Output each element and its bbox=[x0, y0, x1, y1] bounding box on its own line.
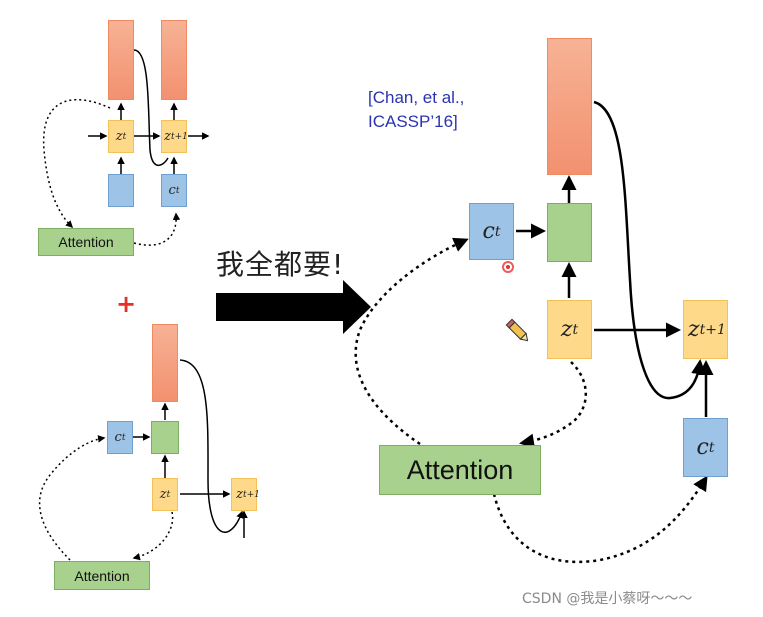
plus-sign: + bbox=[116, 290, 137, 318]
r-attention-to-cright-dotted bbox=[492, 475, 708, 564]
r-z-to-attention-dotted bbox=[519, 361, 588, 449]
r-c-left-box bbox=[469, 203, 514, 260]
bl-z-to-attention-dotted bbox=[132, 511, 174, 561]
r-attention-box bbox=[379, 445, 541, 495]
citation: [Chan, et al., ICASSP’16] bbox=[368, 86, 464, 134]
tl-z-box bbox=[108, 120, 134, 153]
tl-attention-label: Attention bbox=[58, 234, 114, 250]
r-c-right-box bbox=[683, 418, 728, 477]
bl-attention-to-c-dotted bbox=[38, 435, 106, 561]
tl-z-to-attention-dotted bbox=[42, 99, 111, 229]
pencil-cursor-icon bbox=[505, 318, 529, 342]
right-connectors bbox=[354, 100, 714, 564]
red-dot-cursor-icon bbox=[502, 261, 514, 273]
tl-output-box bbox=[108, 20, 134, 100]
r-output-curve bbox=[593, 100, 707, 400]
r-z-box bbox=[547, 300, 592, 359]
bl-c-box bbox=[107, 421, 133, 454]
r-attention-to-c-dotted bbox=[354, 237, 469, 446]
bl-attention-box bbox=[54, 561, 150, 590]
bl-output-box bbox=[152, 324, 178, 402]
big-right-arrow-icon bbox=[216, 280, 371, 334]
tl-attention-to-c-dotted bbox=[133, 212, 181, 246]
r-context-box bbox=[547, 203, 592, 262]
tl-attention-box bbox=[38, 228, 134, 256]
bottom-left-connectors bbox=[38, 359, 248, 561]
citation-line-1: [Chan, et al., bbox=[368, 88, 465, 107]
r-output-box bbox=[547, 38, 592, 175]
tl-znext-box bbox=[161, 120, 187, 153]
watermark: CSDN @我是小蔡呀～～～ bbox=[522, 591, 693, 607]
tl-output-next-box bbox=[161, 20, 187, 100]
bl-attention-label: Attention bbox=[74, 567, 130, 584]
tl-c-box bbox=[161, 174, 187, 207]
bl-output-curve bbox=[179, 359, 244, 533]
tl-input-box bbox=[108, 174, 134, 207]
citation-line-2: ICASSP’16] bbox=[368, 112, 458, 131]
tl-output-curve bbox=[133, 49, 169, 166]
slogan-text: 我全都要! bbox=[216, 248, 345, 281]
bl-znext-box bbox=[231, 478, 257, 511]
bl-context-box bbox=[151, 421, 179, 454]
r-znext-box bbox=[683, 300, 728, 359]
bl-z-box bbox=[152, 478, 178, 511]
r-attention-label: Attention bbox=[406, 454, 514, 485]
